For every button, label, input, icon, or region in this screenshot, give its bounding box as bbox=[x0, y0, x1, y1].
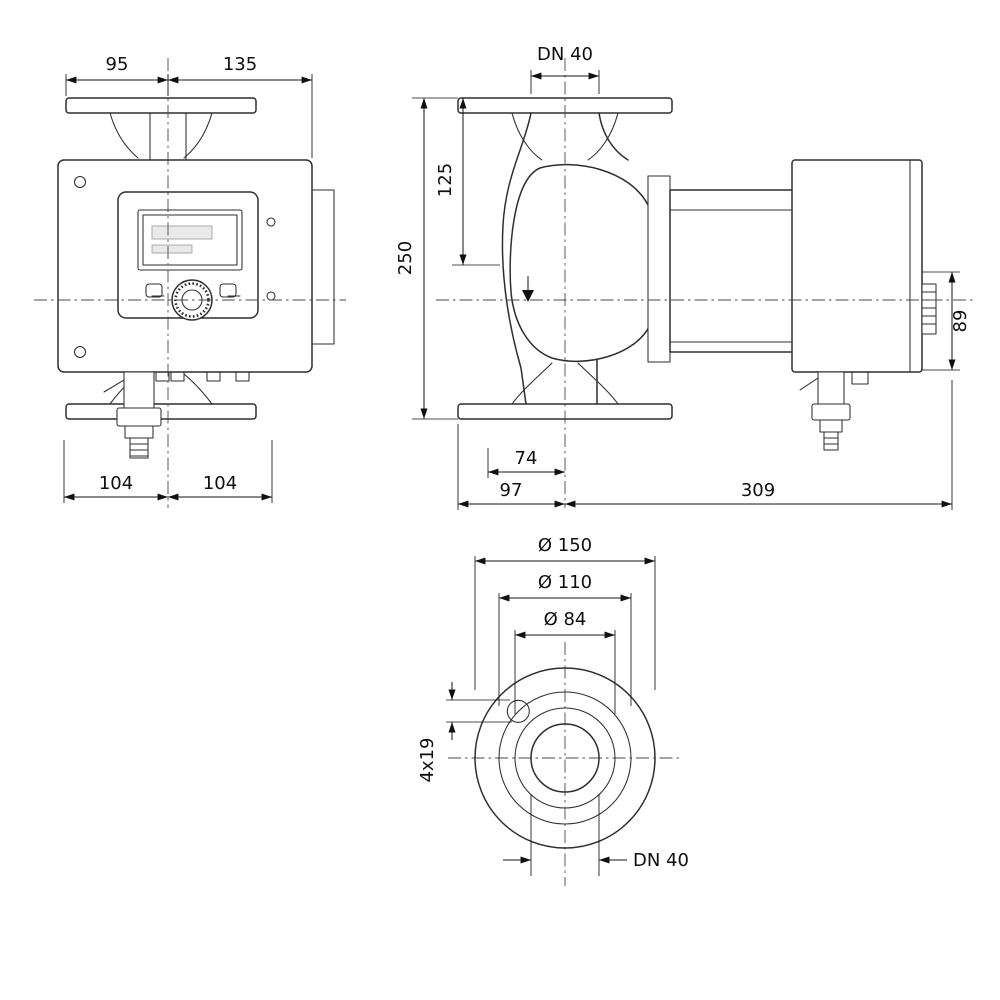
front-cable-gland bbox=[103, 371, 162, 459]
dim-label-d84: Ø 84 bbox=[544, 609, 587, 630]
dim-label-74: 74 bbox=[515, 448, 538, 469]
side-volute-casing bbox=[509, 163, 659, 362]
flange-bolt-circle bbox=[498, 691, 632, 825]
dim-label-135: 135 bbox=[223, 54, 257, 75]
dim-label-dn40-bottom: DN 40 bbox=[633, 850, 689, 871]
flange-hub-circle bbox=[514, 707, 616, 809]
led-indicator-top bbox=[266, 217, 276, 227]
dim-label-dn40-top: DN 40 bbox=[537, 44, 593, 65]
dim-label-309: 309 bbox=[741, 480, 775, 501]
flange-outer-circle bbox=[474, 667, 656, 849]
button-left bbox=[145, 283, 163, 298]
front-top-flange bbox=[65, 97, 257, 114]
screw-top-left bbox=[73, 175, 87, 189]
control-module bbox=[791, 159, 923, 373]
dim-label-89: 89 bbox=[950, 310, 971, 333]
front-top-dimension: 95 135 bbox=[65, 54, 313, 158]
dim-label-4x19: 4x19 bbox=[417, 737, 438, 782]
module-fins bbox=[921, 283, 937, 335]
dim-label-97: 97 bbox=[500, 480, 523, 501]
side-cable-gland bbox=[799, 371, 869, 451]
button-right bbox=[219, 283, 237, 298]
display-screen bbox=[137, 209, 243, 271]
flange-bolt-hole-dimension: 4x19 bbox=[417, 682, 512, 783]
flow-direction-arrow bbox=[522, 290, 534, 302]
motor-body bbox=[669, 189, 795, 353]
dim-label-104-right: 104 bbox=[203, 473, 237, 494]
side-suction-pipe bbox=[501, 112, 532, 405]
side-pump-outline bbox=[457, 97, 937, 420]
dim-label-104-left: 104 bbox=[99, 473, 133, 494]
motor-flange-ring bbox=[647, 175, 671, 363]
flange-nominal-dimension: DN 40 bbox=[503, 794, 689, 876]
flange-bore-circle bbox=[530, 723, 600, 793]
dim-label-125: 125 bbox=[435, 163, 456, 197]
front-bottom-dimension: 104 104 bbox=[63, 440, 273, 503]
side-view: DN 40 125 250 89 74 97 309 bbox=[395, 44, 974, 510]
side-nominal-dimension: DN 40 bbox=[530, 44, 600, 94]
front-view: 95 135 104 104 bbox=[34, 54, 346, 508]
side-module-dimension: 89 bbox=[922, 271, 971, 371]
side-depth-dimensions: 74 97 309 bbox=[457, 380, 953, 510]
dim-label-d110: Ø 110 bbox=[538, 572, 592, 593]
side-height-dimensions: 125 250 bbox=[395, 97, 500, 420]
dim-label-d150: Ø 150 bbox=[538, 535, 592, 556]
dim-label-250: 250 bbox=[395, 241, 416, 275]
dim-label-95: 95 bbox=[106, 54, 129, 75]
flange-view: Ø 150 Ø 110 Ø 84 4x19 DN 40 bbox=[417, 535, 689, 886]
flange-circles bbox=[474, 667, 656, 849]
flange-diameter-dimensions: Ø 150 Ø 110 Ø 84 bbox=[474, 535, 656, 714]
front-display-module bbox=[117, 191, 259, 321]
flange-bolt-hole bbox=[506, 699, 530, 723]
front-rear-housing bbox=[311, 189, 335, 345]
screw-bottom-left bbox=[73, 345, 87, 359]
